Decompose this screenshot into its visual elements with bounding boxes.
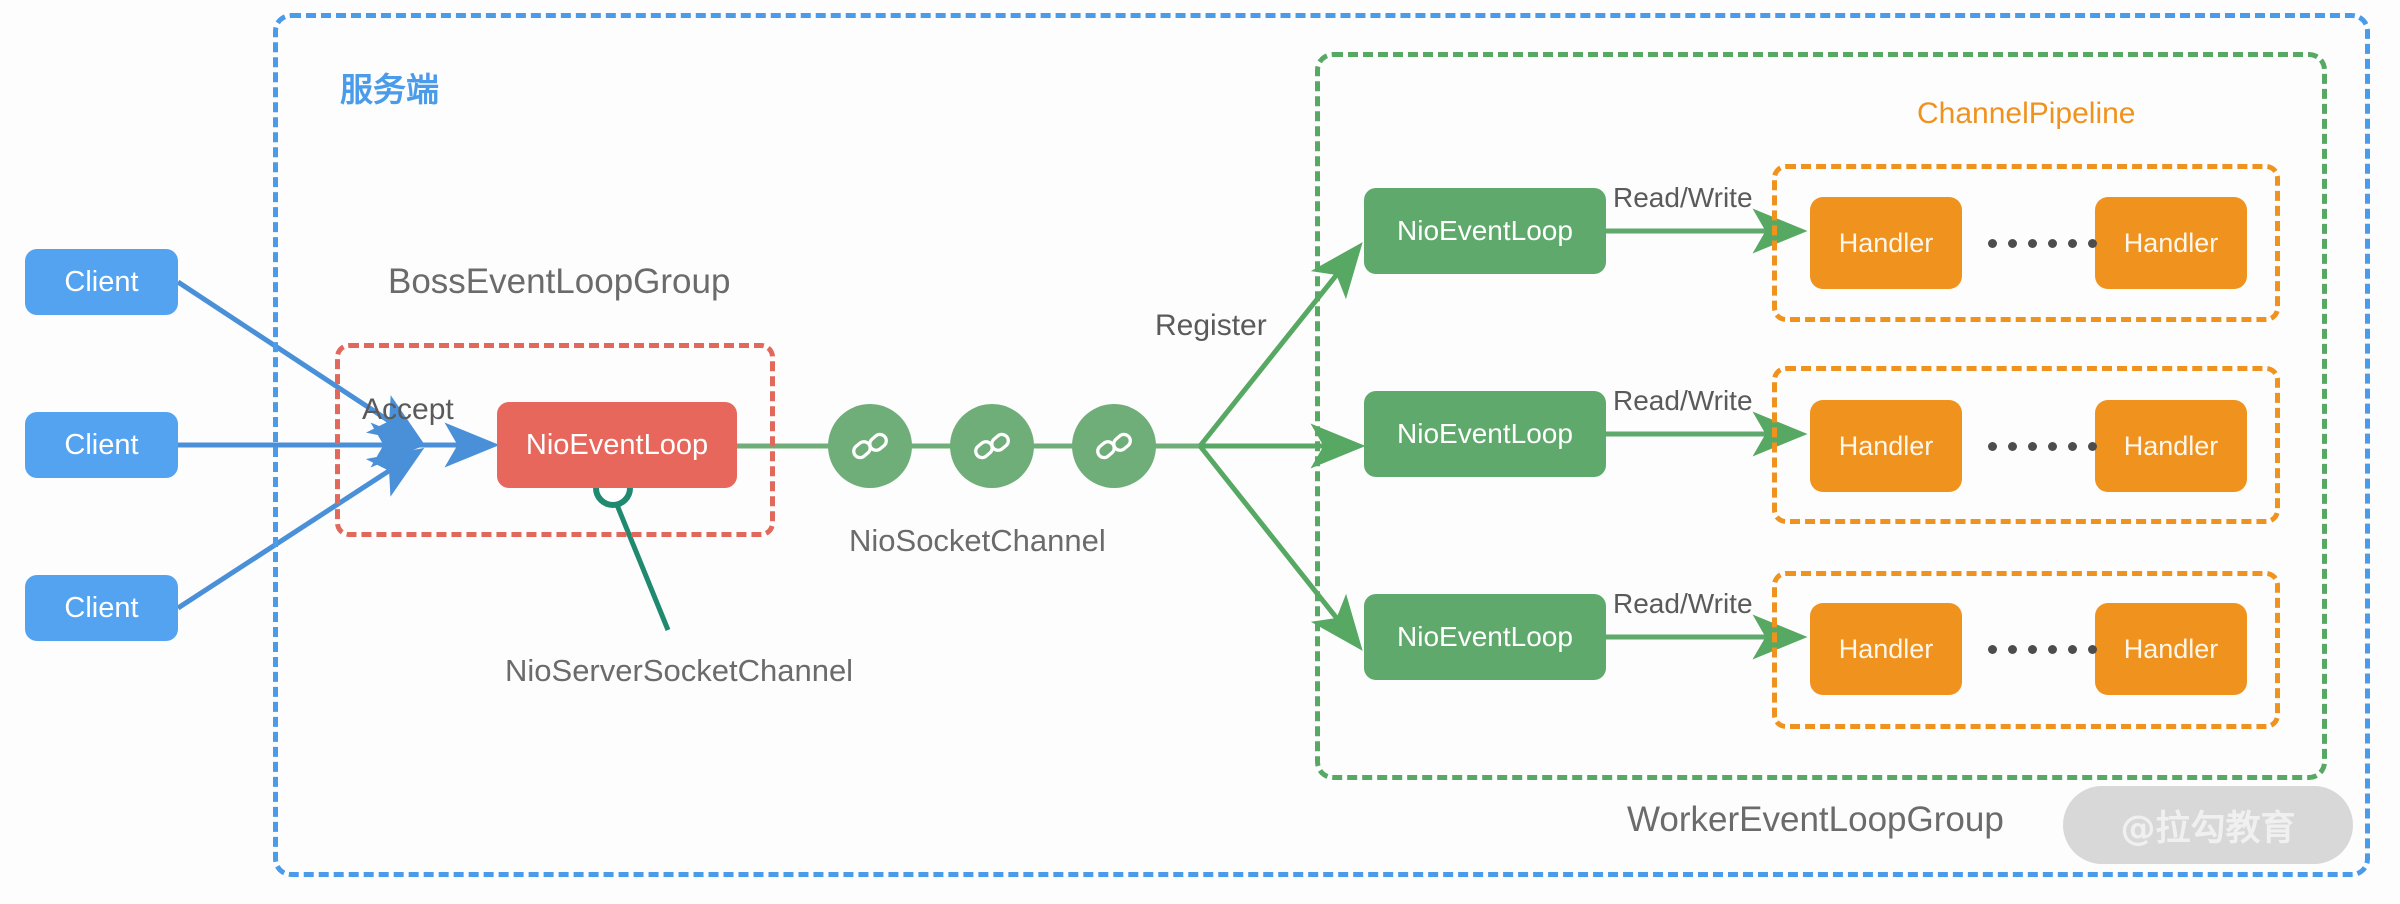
handler-node-3b[interactable]: Handler [2095, 603, 2247, 695]
nioserversocketchannel-label: NioServerSocketChannel [505, 653, 854, 688]
read-write-label-1: Read/Write [1613, 182, 1753, 213]
server-container [273, 13, 2370, 877]
chain-link-icon [852, 432, 888, 460]
client-node-3[interactable]: Client [25, 575, 178, 641]
chain-link-icon [1096, 432, 1132, 460]
niosocketchannel-node-2[interactable] [950, 404, 1034, 488]
worker-nioeventloop-node-3[interactable]: NioEventLoop [1364, 594, 1606, 680]
read-write-label-3: Read/Write [1613, 588, 1753, 619]
read-write-label-2: Read/Write [1613, 385, 1753, 416]
niosocketchannel-node-3[interactable] [1072, 404, 1156, 488]
handler-ellipsis-2 [1988, 442, 2097, 451]
worker-nioeventloop-node-2[interactable]: NioEventLoop [1364, 391, 1606, 477]
worker-eventloopgroup-label: WorkerEventLoopGroup [1627, 800, 2004, 839]
worker-nioeventloop-node-1[interactable]: NioEventLoop [1364, 188, 1606, 274]
channelpipeline-label: ChannelPipeline [1917, 97, 2136, 130]
accept-label: Accept [362, 393, 454, 426]
niosocketchannel-node-1[interactable] [828, 404, 912, 488]
handler-node-3a[interactable]: Handler [1810, 603, 1962, 695]
client-node-1[interactable]: Client [25, 249, 178, 315]
handler-ellipsis-1 [1988, 239, 2097, 248]
watermark: @拉勾教育 [2063, 786, 2353, 864]
boss-eventloopgroup-label: BossEventLoopGroup [388, 262, 731, 301]
channelpipeline-container-3 [1772, 571, 2280, 729]
handler-node-1a[interactable]: Handler [1810, 197, 1962, 289]
channelpipeline-container-1 [1772, 164, 2280, 322]
client-node-2[interactable]: Client [25, 412, 178, 478]
chain-link-icon [974, 432, 1010, 460]
channelpipeline-container-2 [1772, 366, 2280, 524]
boss-eventloopgroup-container [335, 343, 775, 537]
boss-nioeventloop-node[interactable]: NioEventLoop [497, 402, 737, 488]
niosocketchannel-label: NioSocketChannel [849, 523, 1106, 558]
handler-ellipsis-3 [1988, 645, 2097, 654]
handler-node-2a[interactable]: Handler [1810, 400, 1962, 492]
server-label: 服务端 [340, 70, 439, 109]
register-label: Register [1155, 309, 1267, 342]
handler-node-2b[interactable]: Handler [2095, 400, 2247, 492]
handler-node-1b[interactable]: Handler [2095, 197, 2247, 289]
worker-eventloopgroup-container [1315, 52, 2327, 780]
